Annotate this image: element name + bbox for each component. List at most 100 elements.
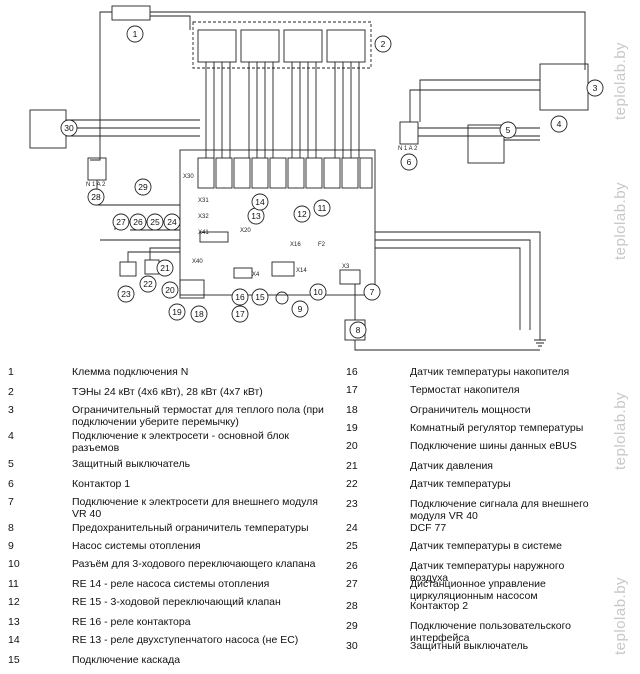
legend-text: Предохранительный ограничитель температу… [72, 522, 309, 534]
legend-text: Подключение шины данных eBUS [410, 440, 577, 452]
label-x4: X4 [252, 272, 260, 278]
legend-number: 21 [346, 460, 358, 472]
legend-text: Комнатный регулятор температуры [410, 422, 584, 434]
wiring-diagram: X30 X31 X32 X41 X40 X20 X14 X4 X16 X3 F2… [29, 5, 604, 351]
legend-number: 5 [8, 458, 14, 470]
callout-18: 18 [194, 309, 204, 319]
callout-12: 12 [297, 209, 307, 219]
callout-3: 3 [593, 83, 598, 93]
heater-element-group [197, 29, 366, 63]
legend-number: 23 [346, 498, 358, 510]
legend-number: 14 [8, 634, 20, 646]
legend-text: ТЭНы 24 кВт (4х6 кВт), 28 кВт (4х7 кВт) [72, 386, 263, 398]
legend-number: 11 [8, 578, 19, 590]
legend-number: 12 [8, 596, 20, 608]
watermark: teplolab.by [612, 41, 629, 120]
legend-text: Датчик температуры накопителя [410, 366, 570, 378]
callout-8: 8 [356, 325, 361, 335]
relay-row [197, 157, 373, 189]
watermark: teplolab.by [612, 391, 629, 470]
callout-29: 29 [138, 182, 148, 192]
callout-5: 5 [506, 125, 511, 135]
legend-text: Подключение к электросети для внешнего м… [72, 496, 318, 520]
x14-connector [271, 261, 295, 277]
callout-22: 22 [143, 279, 153, 289]
vr40-terminal [339, 269, 361, 285]
legend-text: Подключение каскада [72, 654, 181, 666]
legend-text: RE 16 - реле контактора [72, 616, 191, 628]
sensor-22-box [119, 261, 137, 277]
legend-text: Защитный выключатель [410, 640, 529, 652]
legend-text: RE 14 - реле насоса системы отопления [72, 578, 270, 590]
contactor-1 [399, 121, 419, 145]
legend-number: 24 [346, 522, 358, 534]
callout-21: 21 [160, 263, 170, 273]
legend-number: 30 [346, 640, 358, 652]
label-x30: X30 [183, 174, 194, 180]
legend-text: DCF 77 [410, 522, 447, 534]
callout-10: 10 [313, 287, 323, 297]
legend-text: Подключение сигнала для внешнего модуля … [410, 498, 589, 522]
callout-9: 9 [298, 304, 303, 314]
legend-number: 22 [346, 478, 358, 490]
callout-11: 11 [318, 203, 327, 213]
callout-27: 27 [116, 217, 126, 227]
legend-text: Подключение к электросети - основной бло… [72, 430, 289, 454]
callout-7: 7 [370, 287, 375, 297]
legend-number: 19 [346, 422, 358, 434]
legend-number: 13 [8, 616, 20, 628]
label-x31: X31 [198, 198, 209, 204]
contactor-2 [87, 157, 107, 181]
legend-number: 4 [8, 430, 14, 442]
legend-text: Защитный выключатель [72, 458, 191, 470]
legend-text: Подключение пользовательского интерфейса [410, 620, 572, 644]
control-board [179, 149, 376, 296]
callout-4: 4 [557, 119, 562, 129]
callout-17: 17 [235, 309, 245, 319]
legend-number: 15 [8, 654, 20, 666]
callout-20: 20 [165, 285, 175, 295]
watermark: teplolab.by [612, 181, 629, 260]
label-x32: X32 [198, 214, 209, 220]
callout-13: 13 [251, 211, 261, 221]
label-x40: X40 [192, 259, 203, 265]
legend-number: 3 [8, 404, 14, 416]
label-x3: X3 [342, 264, 350, 270]
pressure-sensor [275, 291, 289, 305]
legend-text: Контактор 1 [72, 478, 131, 490]
label-f2: F2 [318, 242, 326, 248]
callout-24: 24 [167, 217, 177, 227]
legend-number: 17 [346, 384, 358, 396]
callout-23: 23 [121, 289, 131, 299]
sensor-20-box [179, 279, 205, 299]
legend-text: Насос системы отопления [72, 540, 201, 552]
legend-text: Ограничительный термостат для теплого по… [72, 404, 324, 428]
legend-number: 7 [8, 496, 14, 508]
legend-number: 28 [346, 600, 358, 612]
legend-number: 26 [346, 560, 358, 572]
label-contactor-2: N 1 A 2 [86, 182, 106, 188]
callout-16: 16 [235, 292, 245, 302]
label-x20: X20 [240, 228, 251, 234]
legend-text: Дистанционное управление циркуляционным … [410, 578, 546, 602]
callout-1: 1 [133, 29, 138, 39]
legend-text: Ограничитель мощности [410, 404, 531, 416]
legend-text: Датчик температуры [410, 478, 511, 490]
callout-6: 6 [407, 157, 412, 167]
heater-elements-frame [192, 21, 372, 69]
protective-switch-30 [29, 109, 67, 149]
legend-text: Датчик давления [410, 460, 493, 472]
n-terminal [111, 5, 151, 21]
legend-text: Клемма подключения N [72, 366, 189, 378]
label-contactor-1: N 1 A 2 [398, 146, 418, 152]
legend-number: 8 [8, 522, 14, 534]
legend-number: 1 [8, 366, 14, 378]
label-x14: X14 [296, 268, 307, 274]
legend-number: 18 [346, 404, 358, 416]
callout-25: 25 [150, 217, 160, 227]
callout-26: 26 [133, 217, 143, 227]
x4-connector [233, 267, 253, 279]
callout-14: 14 [255, 197, 265, 207]
mains-terminal-block [539, 63, 589, 111]
